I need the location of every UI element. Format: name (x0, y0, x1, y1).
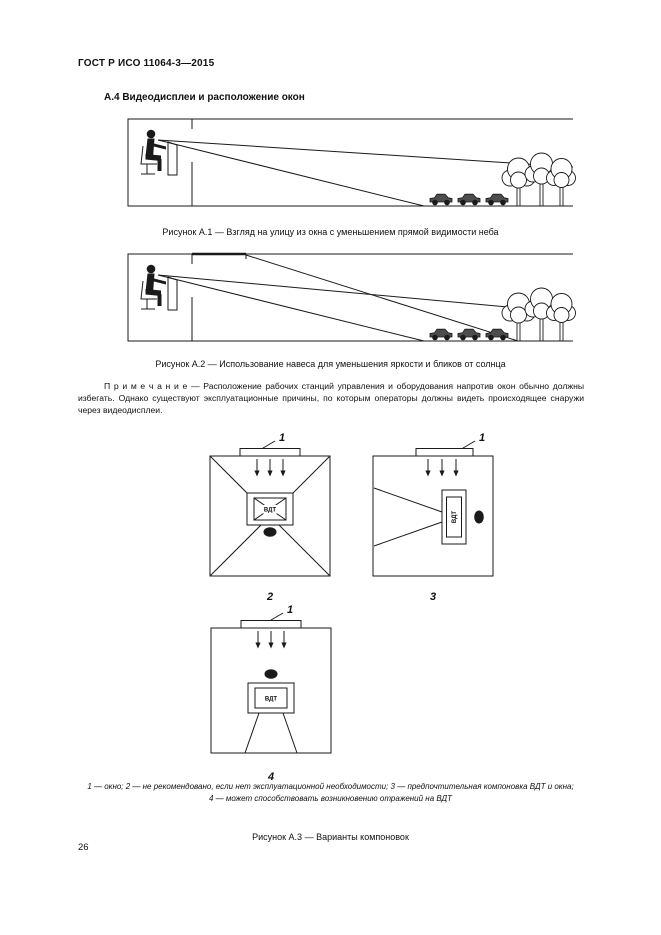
tree (546, 293, 576, 341)
figure-a3-caption: Рисунок А.3 — Варианты компоновок (252, 832, 409, 842)
window-bar (240, 620, 302, 629)
seated-operator (145, 264, 166, 306)
window-callout-number: 1 (287, 604, 293, 616)
vdt-monitor (247, 682, 295, 714)
room-outline (127, 118, 192, 207)
figure-a1 (114, 112, 576, 217)
operator-head (263, 527, 277, 537)
console-desk (167, 276, 178, 311)
vdt-label: ВДТ (452, 511, 458, 524)
operator-head (264, 669, 278, 679)
tree (546, 158, 576, 206)
sight-line-lower (157, 139, 425, 207)
window-bar (239, 448, 301, 457)
layout-number: 3 (430, 591, 436, 603)
figure-a3-layout-2: ВДТ 1 2 (195, 428, 345, 606)
tree (501, 157, 536, 206)
figure-a3-layout-3: ВДТ 1 3 (358, 428, 508, 606)
legend-line-1: 1 — окно; 2 — не рекомендовано, если нет… (87, 782, 574, 791)
view-line (373, 487, 443, 513)
car (457, 193, 481, 206)
vdt-monitor (441, 489, 467, 545)
legend-line-2: 4 — может способствовать возникновению о… (208, 794, 453, 804)
layout4-drawing: ВДТ 1 4 (210, 604, 332, 783)
seated-operator (145, 129, 166, 171)
view-line (373, 521, 443, 547)
vdt-label: ВДТ (264, 508, 277, 514)
sight-line-upper (157, 274, 574, 314)
street-trees (501, 152, 576, 206)
vdt-label-bg (260, 505, 280, 514)
layout2-drawing: ВДТ 1 2 (209, 432, 331, 603)
window-bar (415, 448, 474, 457)
sight-line-lower (157, 274, 425, 342)
window-light-arrows (254, 459, 286, 477)
room-outline (127, 253, 192, 342)
street-cars (429, 193, 509, 206)
car (485, 193, 509, 206)
figure-a3-legend: 1 — окно; 2 — не рекомендовано, если нет… (0, 781, 661, 806)
note-paragraph: П р и м е ч а н и е — Расположение рабоч… (78, 381, 584, 416)
operator-head (474, 510, 484, 524)
street-trees (501, 287, 576, 341)
figure-a2-drawing (127, 252, 576, 342)
layout3-drawing: ВДТ 1 3 (372, 432, 494, 603)
car (429, 328, 453, 341)
car (485, 328, 509, 341)
chair (140, 280, 157, 310)
figure-a3-layout-4: ВДТ 1 4 (196, 600, 346, 786)
window-light-arrows (425, 459, 459, 477)
figure-a1-drawing (127, 118, 576, 207)
doc-header: ГОСТ Р ИСО 11064-3—2015 (78, 58, 215, 69)
console-desk (167, 141, 178, 176)
reflection-line (282, 712, 298, 754)
car (457, 328, 481, 341)
layout-number: 4 (267, 771, 274, 783)
window-callout-number: 1 (479, 432, 485, 444)
vdt-label: ВДТ (265, 697, 278, 703)
window-light-arrows (255, 631, 287, 649)
awning-shade-line (245, 254, 519, 342)
figure-a2 (114, 247, 576, 352)
window-callout-number: 1 (279, 432, 285, 444)
reflection-line (244, 712, 260, 754)
figure-a2-caption: Рисунок А.2 — Использование навеса для у… (155, 359, 506, 369)
figure-a1-caption: Рисунок А.1 — Взгляд на улицу из окна с … (162, 227, 499, 237)
sight-line-upper (157, 139, 574, 168)
car (429, 193, 453, 206)
street-cars (429, 328, 509, 341)
page-number: 26 (78, 842, 89, 853)
section-title: А.4 Видеодисплеи и расположение окон (104, 92, 305, 103)
layout-number: 2 (266, 591, 273, 603)
chair (140, 145, 157, 175)
